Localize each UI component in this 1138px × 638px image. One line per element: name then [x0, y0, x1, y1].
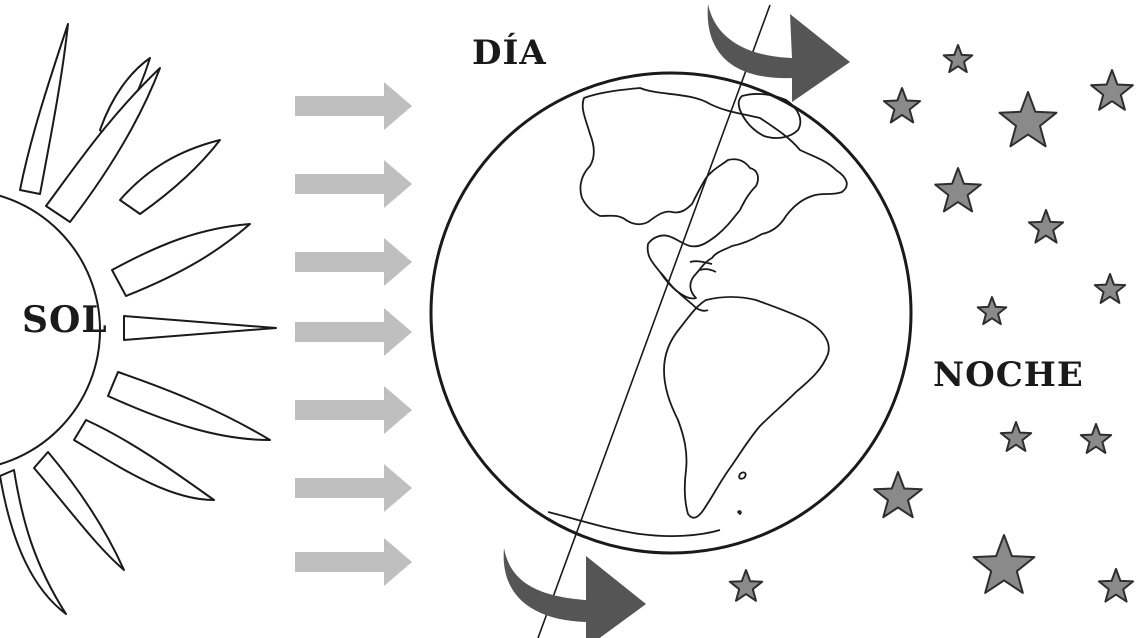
star-icon	[873, 471, 923, 519]
arrow-right-icon	[295, 308, 412, 356]
sun-ray	[123, 315, 277, 341]
star-icon	[1079, 423, 1113, 454]
earth-globe-icon	[429, 4, 913, 638]
sun-ray	[73, 419, 215, 501]
star-icon	[972, 534, 1036, 594]
star-icon	[1027, 209, 1065, 244]
arrow-right-icon	[295, 82, 412, 130]
sun-ray	[19, 23, 69, 195]
star-icon	[934, 167, 982, 213]
arrow-right-icon	[295, 386, 412, 434]
earth-outline	[429, 71, 913, 555]
antarctica	[547, 511, 721, 537]
arrow-right-icon	[295, 538, 412, 586]
star-icon	[728, 569, 764, 602]
star-icon	[976, 296, 1008, 326]
sun-ray	[107, 371, 271, 441]
curved-arrow-icon	[707, 4, 850, 102]
star-icon	[999, 421, 1033, 452]
curved-arrow-icon	[503, 548, 646, 638]
greenland	[737, 93, 802, 139]
islands	[737, 471, 747, 515]
day-label: DÍA	[472, 33, 547, 73]
star-icon	[942, 44, 974, 74]
star-icon	[1090, 69, 1134, 111]
sun-disk	[0, 194, 101, 466]
earth-axis	[537, 4, 771, 638]
sunlight-rays	[295, 82, 412, 586]
sun-label: SOL	[22, 299, 108, 341]
continents	[547, 87, 848, 537]
sun-ray	[111, 223, 251, 297]
sun-ray	[0, 469, 67, 615]
sun-ray	[33, 451, 125, 571]
caribbean	[689, 260, 717, 273]
sun-ray	[119, 139, 221, 215]
night-stars	[728, 44, 1135, 603]
sun-ray	[45, 67, 161, 223]
north-america	[579, 87, 848, 300]
sun-icon	[0, 23, 277, 615]
star-icon	[998, 91, 1058, 148]
star-icon	[1097, 568, 1135, 603]
arrow-right-icon	[295, 464, 412, 512]
arrow-right-icon	[295, 238, 412, 286]
arrow-right-icon	[295, 160, 412, 208]
rotation-arrows	[503, 4, 850, 638]
star-icon	[1093, 273, 1127, 304]
star-icon	[882, 87, 922, 124]
south-america	[663, 296, 830, 519]
night-label: NOCHE	[933, 355, 1084, 395]
